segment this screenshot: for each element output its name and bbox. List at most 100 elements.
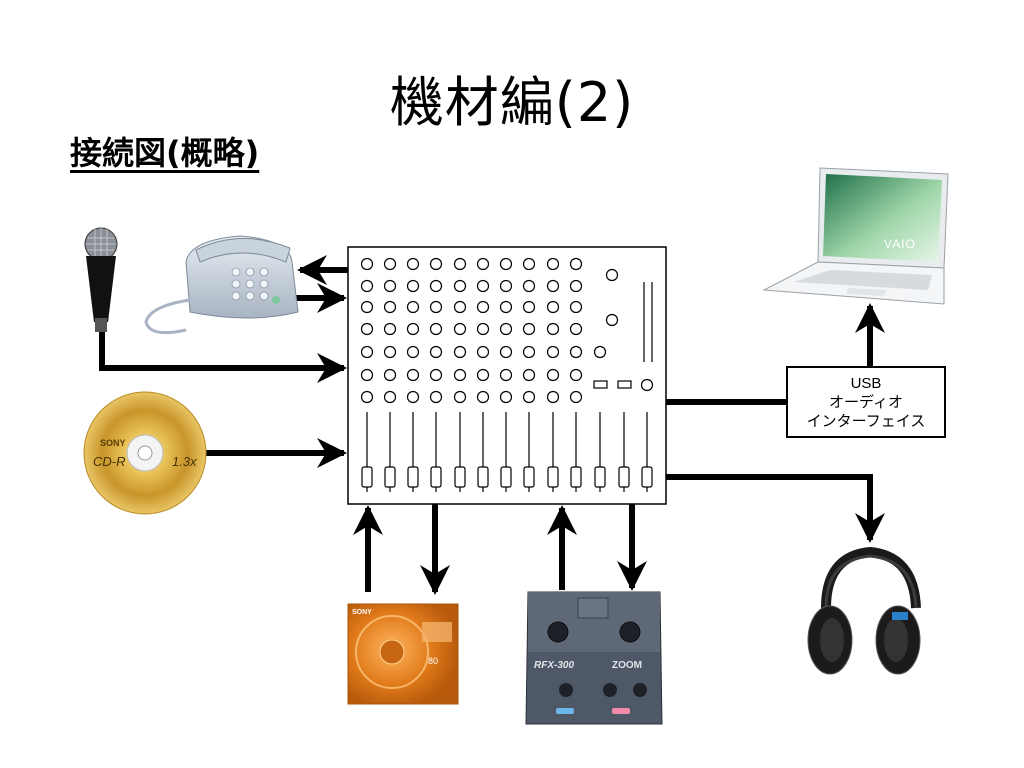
mixer-knob — [522, 322, 536, 336]
laptop-brand: VAIO — [884, 237, 916, 251]
mixer-knob — [383, 257, 397, 271]
mixer-knob — [499, 300, 513, 314]
mixer-fader-cap — [407, 466, 419, 488]
slide-subtitle: 接続図(概略) — [70, 134, 260, 172]
mixer-knob — [546, 368, 560, 382]
usb-interface-line2: オーディオ — [829, 393, 903, 411]
mixer-knob — [360, 390, 374, 404]
mixer-fader-cap — [618, 466, 630, 488]
mixer-knob — [429, 368, 443, 382]
mixer-knob — [569, 322, 583, 336]
mixer-knob — [569, 390, 583, 404]
usb-audio-interface: USB オーディオ インターフェイス — [786, 366, 946, 438]
mixer-knob — [476, 322, 490, 336]
md-label: 80 — [428, 656, 438, 666]
mixer-knob — [360, 322, 374, 336]
fx-model: RFX-300 — [534, 660, 574, 671]
mixer-knob — [429, 345, 443, 359]
laptop-icon: VAIO — [762, 167, 949, 305]
mixer-knob — [476, 257, 490, 271]
md-brand: SONY — [352, 609, 372, 616]
usb-interface-line3: インターフェイス — [806, 412, 926, 430]
fx-brand: ZOOM — [612, 660, 642, 671]
mixer-knob — [569, 300, 583, 314]
mixer-knob — [499, 345, 513, 359]
mixer-knob — [453, 279, 467, 293]
mixer-knob — [406, 257, 420, 271]
mixer-knob — [546, 390, 560, 404]
mixer-knob — [453, 345, 467, 359]
effects-unit-icon: RFX-300 ZOOM — [525, 591, 663, 725]
mixer-fader-cap — [594, 466, 606, 488]
mixer-knob — [546, 257, 560, 271]
telephone-icon — [144, 235, 299, 335]
cd-label-left: CD-R — [93, 454, 126, 469]
mixer-knob — [406, 390, 420, 404]
mixer-knob — [569, 279, 583, 293]
mixer-knob — [476, 368, 490, 382]
headphones-icon — [807, 546, 921, 675]
mixer-knob — [499, 390, 513, 404]
mixer-knob — [429, 300, 443, 314]
mixer-icon — [347, 246, 667, 505]
mixer-knob — [522, 368, 536, 382]
mixer-knob — [499, 368, 513, 382]
mixer-fader-cap — [500, 466, 512, 488]
mixer-fader-cap — [384, 466, 396, 488]
mixer-knob — [429, 390, 443, 404]
mixer-knob — [383, 322, 397, 336]
cd-label-right: 1.3x — [172, 454, 197, 469]
cd-brand: SONY — [100, 438, 126, 448]
mixer-fader-cap — [547, 466, 559, 488]
mixer-knob — [429, 279, 443, 293]
mixer-knob — [429, 322, 443, 336]
mixer-knob — [406, 345, 420, 359]
arrow-mixer-to-headphones — [666, 474, 885, 543]
mixer-fader-cap — [641, 466, 653, 488]
mixer-knob — [383, 368, 397, 382]
mixer-knob — [453, 390, 467, 404]
mixer-knob — [429, 257, 443, 271]
mixer-knob — [522, 345, 536, 359]
mixer-knob — [453, 300, 467, 314]
mixer-knob — [522, 257, 536, 271]
mixer-knob — [476, 345, 490, 359]
mixer-fader-cap — [523, 466, 535, 488]
cd-disc-icon: SONY CD-R 1.3x — [83, 391, 207, 515]
minidisc-icon: SONY 80 — [347, 603, 459, 705]
connection-lines — [99, 255, 885, 595]
mixer-knob — [499, 279, 513, 293]
mixer-knob — [522, 390, 536, 404]
mixer-knob — [406, 279, 420, 293]
mixer-knob — [360, 368, 374, 382]
mixer-knob — [476, 279, 490, 293]
mixer-knob — [453, 257, 467, 271]
mixer-fader-cap — [570, 466, 582, 488]
mixer-knob — [360, 279, 374, 293]
mixer-knob — [360, 345, 374, 359]
mixer-knob — [476, 300, 490, 314]
mixer-knob — [453, 368, 467, 382]
mixer-knob — [546, 322, 560, 336]
mixer-knob — [476, 390, 490, 404]
mixer-knob — [383, 300, 397, 314]
mixer-knob — [522, 279, 536, 293]
mixer-knob — [383, 279, 397, 293]
usb-interface-line1: USB — [850, 374, 882, 392]
microphone-icon — [84, 227, 118, 332]
mixer-knob — [546, 279, 560, 293]
mixer-knob — [360, 300, 374, 314]
mixer-knob — [569, 368, 583, 382]
mixer-knob — [499, 322, 513, 336]
mixer-fader-cap — [430, 466, 442, 488]
mixer-knob — [383, 390, 397, 404]
slide-title: 機材編(2) — [389, 71, 635, 134]
mixer-knob — [383, 345, 397, 359]
mixer-fader-cap — [361, 466, 373, 488]
mixer-knob — [569, 345, 583, 359]
mixer-knob — [453, 322, 467, 336]
mixer-knob — [546, 300, 560, 314]
mixer-knob — [522, 300, 536, 314]
mixer-knob — [406, 300, 420, 314]
